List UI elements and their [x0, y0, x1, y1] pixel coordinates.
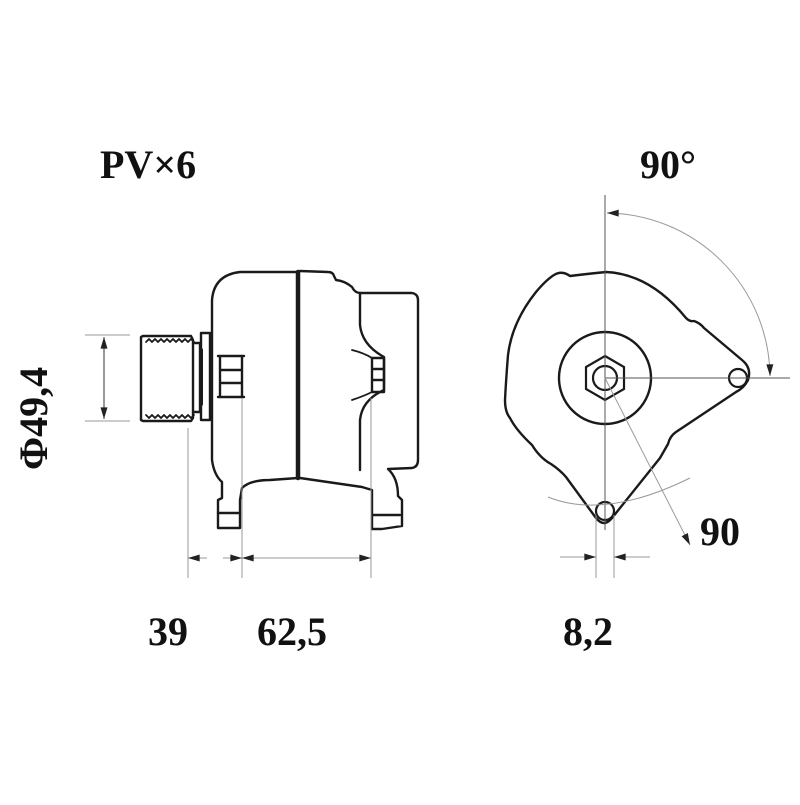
end-dimensions: [547, 195, 790, 578]
side-dimensions: [85, 334, 372, 578]
dim-62-5-label: 62,5: [257, 609, 327, 654]
rear-housing: [298, 269, 420, 531]
end-view: [503, 270, 751, 525]
dim-39-label: 39: [148, 609, 188, 654]
pulley: [139, 331, 212, 423]
dim-8-2-label: 8,2: [563, 609, 613, 654]
side-view: [139, 269, 420, 531]
end-housing-outline: [503, 270, 751, 525]
dim-radius-90-label: 90: [700, 509, 740, 554]
front-housing: [210, 270, 300, 530]
pulley-diameter-label: Φ49,4: [11, 366, 56, 470]
pulley-type-label: PV×6: [100, 142, 197, 187]
angle-label: 90°: [640, 142, 696, 187]
